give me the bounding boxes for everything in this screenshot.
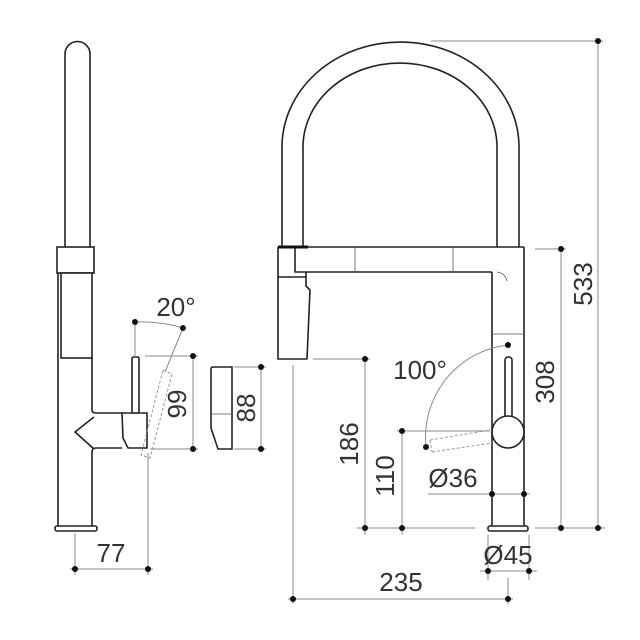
front-view: 100° 186 110 308 533 Ø36 Ø45 — [277, 38, 605, 604]
side-view: 20° 99 88 77 — [54, 40, 266, 575]
dim-dot — [180, 325, 186, 331]
side-spray-head — [60, 272, 93, 359]
dim-110-lines — [397, 430, 490, 535]
dim-d45-label: Ø45 — [483, 540, 532, 570]
dim-dot — [399, 428, 405, 434]
front-lever-rotated-outline — [429, 429, 493, 453]
dim-dot — [362, 356, 368, 362]
side-lever-handle — [131, 356, 140, 414]
dim-dot — [489, 491, 495, 497]
dim-533-label: 533 — [568, 262, 598, 305]
dim-d36-label: Ø36 — [428, 463, 477, 493]
side-lever-rotated-outline — [140, 369, 173, 459]
dim-dot — [526, 568, 532, 574]
dim-186-label: 186 — [334, 422, 364, 465]
dim-99-label: 99 — [162, 390, 192, 419]
dim-dot — [558, 525, 564, 531]
side-spout-tube — [64, 40, 91, 248]
dim-dot — [558, 246, 564, 252]
dim-dot — [595, 38, 601, 44]
dim-dot — [145, 566, 151, 572]
dim-88-label: 88 — [231, 394, 261, 423]
dim-77-label: 77 — [97, 538, 126, 568]
side-collar — [56, 246, 95, 274]
side-base — [54, 525, 98, 532]
arch-outer — [281, 41, 520, 247]
dim-dot — [423, 444, 429, 450]
dim-dot — [190, 446, 196, 452]
crossbar-dividers — [354, 247, 508, 282]
arch-inner — [302, 62, 498, 247]
front-lever-knob — [491, 415, 525, 449]
dim-dot — [290, 596, 296, 602]
front-lever-handle — [504, 356, 513, 426]
dim-308-label: 308 — [530, 360, 560, 403]
front-base — [487, 525, 529, 532]
dim-dot — [521, 491, 527, 497]
side-lever-notch — [74, 416, 95, 450]
dim-dot — [362, 525, 368, 531]
angle-100-label: 100° — [393, 355, 447, 385]
vertical-body — [491, 247, 525, 526]
dim-dot — [190, 353, 196, 359]
dim-dot — [505, 342, 511, 348]
angle-20-lines — [134, 321, 184, 373]
dim-186-lines — [313, 358, 370, 535]
handle-profile — [210, 366, 233, 450]
dim-dot — [399, 525, 405, 531]
dim-dot — [258, 446, 264, 452]
dim-dot — [595, 525, 601, 531]
angle-20-label: 20° — [156, 292, 195, 322]
angle-100-arc — [425, 344, 509, 447]
dim-110-label: 110 — [370, 455, 400, 496]
dim-dot — [132, 319, 138, 325]
side-lever-block — [121, 412, 148, 449]
crossbar — [278, 246, 524, 273]
dim-235-label: 235 — [379, 567, 422, 597]
dim-dot — [485, 568, 491, 574]
dim-dot — [72, 566, 78, 572]
dim-dot — [505, 596, 511, 602]
spray-head — [277, 247, 311, 360]
dim-533-lines — [431, 40, 603, 528]
dim-dot — [258, 364, 264, 370]
